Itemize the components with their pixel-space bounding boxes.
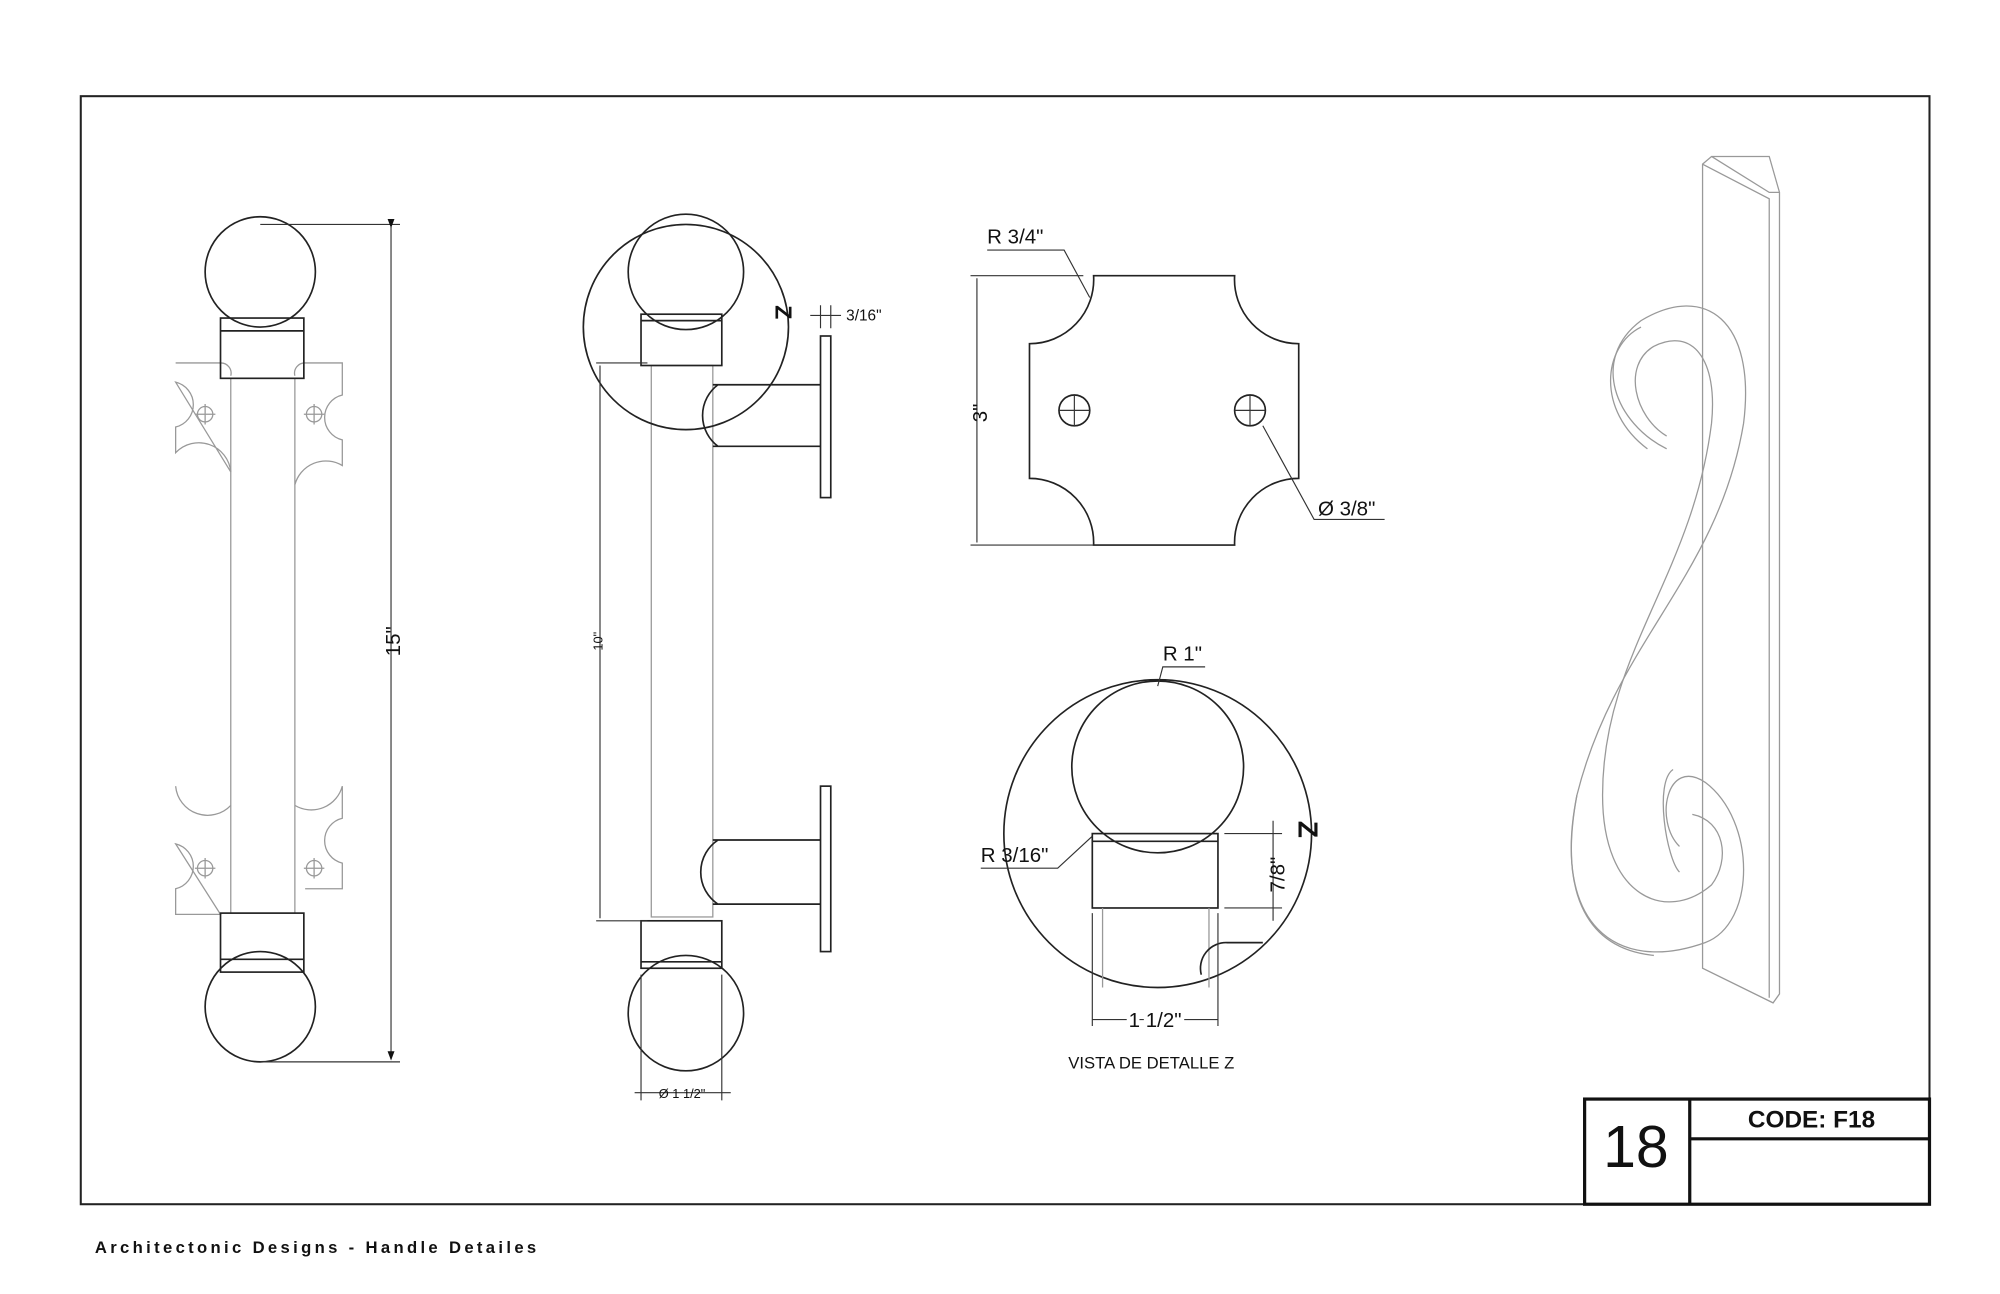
height-dimension: 15" [382, 626, 405, 656]
title-block: 18 CODE: F18 [1583, 1097, 1932, 1206]
detail-caption: VISTA DE DETALLE Z [1068, 1053, 1234, 1072]
sheet-number: 18 [1603, 1115, 1669, 1180]
code-label: CODE: F18 [1748, 1106, 1875, 1133]
scroll-handle-view [1570, 155, 1781, 1004]
detail-marker-z: Z [771, 305, 797, 319]
plate-thickness-dimension: 3/16" [846, 308, 881, 325]
front-view: 15" [174, 215, 405, 1063]
collar-width-label: 1 1/2" [1129, 1009, 1182, 1032]
detail-z: R 1" R 3/16" 7/8" 1 1/2" Z VISTA DE DETA… [981, 642, 1325, 1072]
fillet-radius-label: R 3/16" [981, 844, 1049, 867]
detail-marker-z: Z [1293, 821, 1325, 838]
length-dimension: 10" [591, 632, 606, 651]
plate-detail: 3" R 3/4" Ø 3/8" [969, 226, 1385, 546]
footer-title: Architectonic Designs - Handle Detailes [95, 1238, 540, 1257]
diameter-dimension: Ø 1 1/2" [659, 1086, 706, 1101]
collar-height-label: 7/8" [1267, 857, 1290, 893]
hole-diameter-label: Ø 3/8" [1318, 498, 1375, 521]
side-view: 10" Ø 1 1/2" 3/16" Z [582, 213, 882, 1101]
sheet-border [79, 95, 1931, 1206]
corner-radius-label: R 3/4" [987, 226, 1043, 249]
side-dimension: 3" [969, 404, 992, 423]
ball-radius-label: R 1" [1163, 642, 1202, 665]
